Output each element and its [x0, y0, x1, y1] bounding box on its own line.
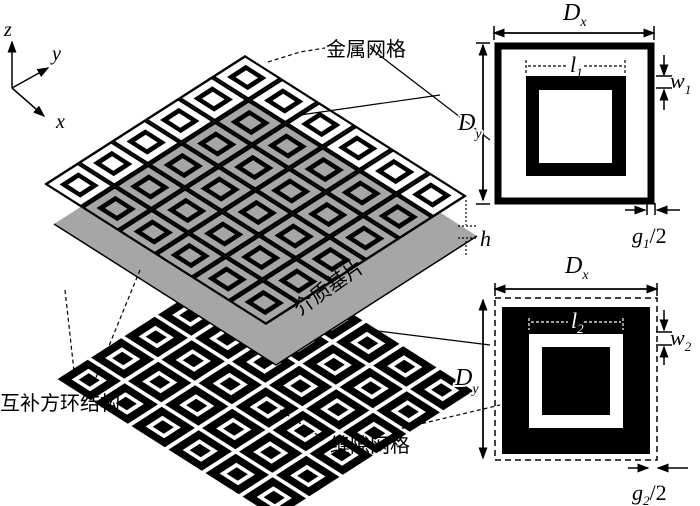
metal-ring-inner: [275, 138, 299, 154]
metal-ring-inner: [212, 226, 236, 242]
slot-patch: [115, 396, 137, 411]
slot-patch: [364, 426, 386, 440]
metal-ring-inner: [238, 115, 262, 130]
axis-z-label: z: [3, 19, 12, 41]
metal-ring-inner: [349, 185, 373, 201]
coordinate-axes: [7, 40, 50, 117]
slot-patch: [290, 379, 312, 393]
metal-unit-cell: [476, 26, 680, 215]
slot-patch: [360, 381, 382, 395]
slot-patch: [260, 445, 282, 460]
metal-ring-inner: [245, 205, 269, 220]
slot-patch: [323, 357, 345, 372]
slot-patch: [394, 359, 416, 374]
top-dx-label: Dx: [562, 0, 587, 30]
metal-ring-inner: [249, 250, 273, 265]
metal-ring-inner: [235, 70, 259, 85]
bottom-dy-label: Dy: [454, 365, 479, 397]
metal-ring-inner: [178, 248, 202, 263]
slot-patch: [297, 469, 319, 483]
slot-patch: [330, 447, 352, 462]
metal-ring-inner: [252, 295, 276, 310]
top-dy-label: Dy: [457, 110, 482, 142]
metal-ring-inner: [215, 271, 239, 287]
top-w-label: w1: [670, 68, 691, 97]
bottom-g-label: g2/2: [632, 480, 667, 506]
metal-grid-label: 金属网格: [326, 38, 406, 61]
complementary-ring-label: 互补方环结构: [0, 392, 120, 415]
leader-lines: [64, 47, 501, 441]
bottom-w-label: w2: [670, 325, 692, 354]
thickness-marker: [458, 200, 478, 255]
axis-y-label: y: [50, 43, 61, 65]
metal-ring-inner: [67, 177, 91, 193]
slot-patch: [182, 353, 204, 368]
metal-ring-inner: [205, 136, 229, 152]
slot-patch: [112, 351, 134, 366]
slot-patch: [216, 332, 238, 346]
top-l-label: l1: [570, 52, 583, 80]
metal-ring-inner: [101, 156, 125, 171]
metal-ring-inner: [386, 209, 410, 224]
top-g-label: g1/2: [632, 223, 667, 251]
metal-ring-inner: [346, 140, 370, 156]
metal-grid-layer: [44, 55, 467, 325]
metal-ring-inner: [319, 252, 343, 267]
metal-ring-inner: [171, 158, 195, 173]
substrate-edge: [53, 223, 478, 366]
slot-patch: [145, 330, 167, 344]
metal-ring-inner: [420, 187, 444, 203]
metal-ring-inner: [309, 117, 333, 132]
slot-patch: [223, 422, 245, 436]
slot-patch: [179, 308, 201, 323]
metal-ring-inner: [312, 162, 336, 177]
slot-patch: [263, 490, 285, 505]
slot-patch: [397, 404, 419, 419]
metal-ring-inner: [353, 230, 377, 246]
metal-ring-inner: [138, 179, 162, 195]
metal-ring-inner: [141, 224, 165, 240]
metal-ring-inner: [168, 113, 192, 128]
slot-grid-label: 缝隙网格: [330, 434, 410, 457]
slot-patch: [78, 373, 100, 387]
slot-unit-cell: [478, 283, 688, 473]
bottom-l-label: l2: [571, 308, 584, 336]
slot-patch: [293, 424, 315, 438]
slot-patch: [253, 355, 275, 370]
metal-ring-inner: [175, 203, 199, 218]
metal-ring-inner: [286, 273, 310, 289]
slot-patch: [327, 402, 349, 417]
metal-ring-inner: [104, 201, 128, 216]
metal-ring-inner: [201, 91, 225, 107]
slot-patch: [256, 400, 278, 415]
metal-ring-inner: [208, 181, 232, 197]
metal-ring-inner: [383, 164, 407, 179]
slot-patch: [357, 336, 379, 350]
metal-ring-inner: [282, 228, 306, 244]
bottom-dx-label: Dx: [564, 253, 589, 283]
metal-ring-inner: [316, 207, 340, 222]
slot-patch: [219, 377, 241, 391]
slot-patch: [149, 375, 171, 389]
slot-patch: [186, 398, 208, 413]
thickness-label: h: [480, 226, 491, 251]
slot-patch: [431, 383, 453, 397]
slot-patch: [226, 467, 248, 481]
metal-ring-inner: [272, 93, 296, 109]
slot-patch: [152, 420, 174, 434]
axis-x-label: x: [55, 111, 65, 133]
metal-ring-inner: [242, 160, 266, 175]
slot-patch: [189, 443, 211, 458]
metal-ring-inner: [279, 183, 303, 199]
metal-ring-inner: [134, 134, 158, 150]
